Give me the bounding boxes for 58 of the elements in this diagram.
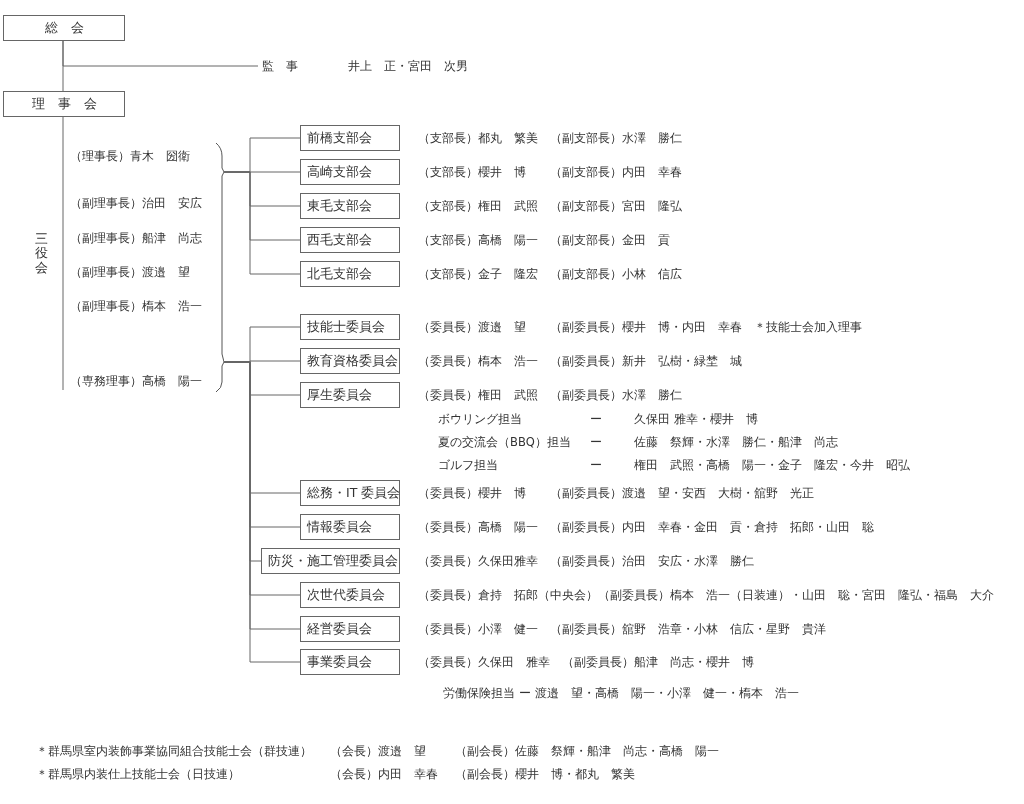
member-names: ゴルフ担当 bbox=[438, 457, 498, 474]
branch-box: 西毛支部会 bbox=[300, 227, 400, 253]
connector-line bbox=[62, 40, 259, 67]
committee-box: 教育資格委員会 bbox=[300, 348, 400, 374]
member-names: （委員長）渡邉 望 （副委員長）櫻井 博・内田 幸春 ＊技能士会加入理事 bbox=[418, 319, 862, 336]
member-names: （支部長）都丸 繁美 （副支部長）水澤 勝仁 bbox=[418, 130, 682, 147]
member-names: 夏の交流会（BBQ）担当 bbox=[438, 434, 571, 451]
officer-name: （理事長）青木 圀衛 bbox=[70, 148, 190, 165]
member-names: （委員長）小澤 健一 （副委員長）舘野 浩章・小林 信広・星野 貴洋 bbox=[418, 621, 826, 638]
member-names: （会長）渡邉 望 bbox=[330, 743, 426, 760]
footnote-text: ＊群馬県内装仕上技能士会（日技連） bbox=[36, 766, 240, 783]
footnote-text: ＊群馬県室内装飾事業協同組合技能士会（群技連） bbox=[36, 743, 312, 760]
member-names: （会長）内田 幸春 bbox=[330, 766, 438, 783]
board-box: 理 事 会 bbox=[3, 91, 125, 117]
officer-name: （副理事長）渡邉 望 bbox=[70, 264, 190, 281]
branch-box: 北毛支部会 bbox=[300, 261, 400, 287]
member-names: （支部長）高橋 陽一 （副支部長）金田 貢 bbox=[418, 232, 670, 249]
officer-name: （副理事長）治田 安広 bbox=[70, 195, 202, 212]
member-names: ボウリング担当 bbox=[438, 411, 522, 428]
officer-name: （副理事長）槗本 浩一 bbox=[70, 298, 202, 315]
committee-box: 総務・IT 委員会 bbox=[300, 480, 400, 506]
officer-name: （専務理事）高橋 陽一 bbox=[70, 373, 202, 390]
committee-box: 事業委員会 bbox=[300, 649, 400, 675]
member-names: （副会長）佐藤 祭輝・船津 尚志・高橋 陽一 bbox=[455, 743, 719, 760]
officer-name: （副理事長）船津 尚志 bbox=[70, 230, 202, 247]
member-names: （副会長）櫻井 博・都丸 繁美 bbox=[455, 766, 635, 783]
committee-box: 防災・施工管理委員会 bbox=[261, 548, 400, 574]
member-names: 佐藤 祭輝・水澤 勝仁・船津 尚志 bbox=[634, 434, 838, 451]
member-names: （委員長）久保田 雅幸 （副委員長）船津 尚志・櫻井 博 bbox=[418, 654, 754, 671]
committee-box: 技能士委員会 bbox=[300, 314, 400, 340]
member-names: （委員長）高橋 陽一 （副委員長）内田 幸春・金田 貢・倉持 拓郎・山田 聡 bbox=[418, 519, 874, 536]
member-names: （支部長）櫻井 博 （副支部長）内田 幸春 bbox=[418, 164, 682, 181]
committee-box: 経営委員会 bbox=[300, 616, 400, 642]
branch-box: 高崎支部会 bbox=[300, 159, 400, 185]
connector-line bbox=[62, 116, 64, 141]
board-box: 総 会 bbox=[3, 15, 125, 41]
group-label: 三役会 bbox=[35, 232, 48, 275]
dash: ー bbox=[590, 434, 602, 451]
dash: ー bbox=[590, 411, 602, 428]
member-names: （委員長）櫻井 博 （副委員長）渡邉 望・安西 大樹・舘野 光正 bbox=[418, 485, 814, 502]
dash: ー bbox=[590, 457, 602, 474]
member-names: （委員長）久保田雅幸 （副委員長）治田 安広・水澤 勝仁 bbox=[418, 553, 754, 570]
member-names: 権田 武照・高橋 陽一・金子 隆宏・今井 昭弘 bbox=[634, 457, 910, 474]
member-names: 久保田 雅幸・櫻井 博 bbox=[634, 411, 758, 428]
connector-line bbox=[223, 171, 301, 275]
branch-box: 東毛支部会 bbox=[300, 193, 400, 219]
member-names: （委員長）倉持 拓郎（中央会）（副委員長）槗本 浩一（日装連）・山田 聡・宮田 隆弘・福島 大介 bbox=[418, 587, 994, 604]
member-names: 井上 正・宮田 次男 bbox=[348, 58, 468, 75]
committee-box: 次世代委員会 bbox=[300, 582, 400, 608]
note-text: 労働保険担当 ー 渡邉 望・高橋 陽一・小澤 健一・槗本 浩一 bbox=[443, 685, 799, 702]
member-names: （支部長）金子 隆宏 （副支部長）小林 信広 bbox=[418, 266, 682, 283]
member-names: （委員長）槗本 浩一 （副委員長）新井 弘樹・緑埜 城 bbox=[418, 353, 742, 370]
committee-box: 厚生委員会 bbox=[300, 382, 400, 408]
committee-box: 情報委員会 bbox=[300, 514, 400, 540]
role-label: 監 事 bbox=[262, 58, 298, 75]
branch-box: 前橋支部会 bbox=[300, 125, 400, 151]
member-names: （支部長）権田 武照 （副支部長）宮田 隆弘 bbox=[418, 198, 682, 215]
member-names: （委員長）権田 武照 （副委員長）水澤 勝仁 bbox=[418, 387, 682, 404]
